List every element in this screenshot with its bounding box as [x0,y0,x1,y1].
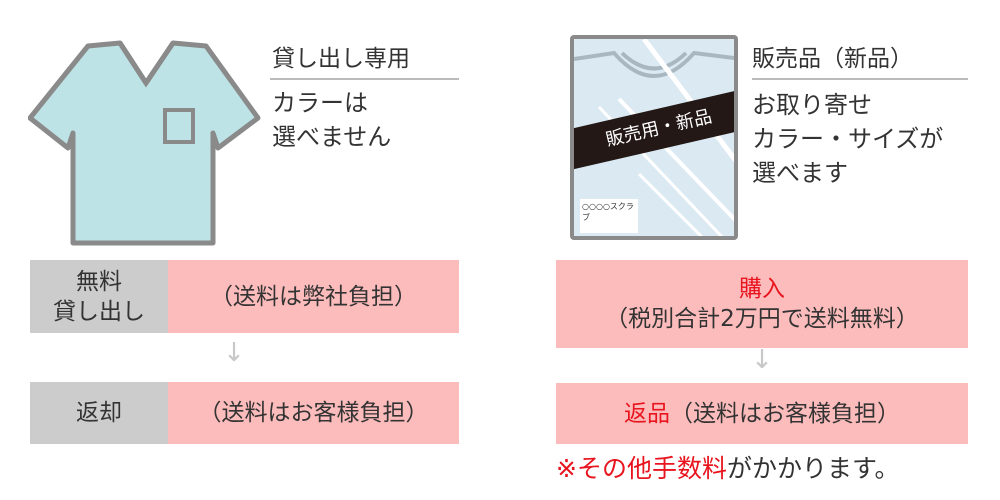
desc-line: カラー・サイズが [752,125,944,153]
purchase-label: 購入 [739,276,785,302]
free-rental-label: 無料 貸し出し [30,260,168,333]
sale-description: お取り寄せ カラー・サイズが 選べます [752,88,943,190]
rental-description: カラーは 選べません [272,86,391,154]
purchase-box: 購入 （税別合計2万円で送料無料） [556,260,968,348]
desc-line: 選べません [272,123,392,151]
package-illustration: 販売用・新品 ○○○○スクラブ [570,35,738,240]
scrub-shirt-illustration [28,40,261,246]
rental-shipping-note: （送料は弊社負担） [168,260,459,333]
fee-note: ※その他手数料がかかります。 [556,452,899,486]
return-box: 返品（送料はお客様負担） [556,383,968,444]
return-shipping-note: （送料はお客様負担） [670,400,900,427]
fee-note-highlight: ※その他手数料 [556,454,727,483]
return-shipping-note: （送料はお客様負担） [168,382,459,444]
package-label: ○○○○スクラブ [580,199,638,233]
desc-line: 選べます [752,159,848,187]
purchase-shipping-note: （税別合計2万円で送料無料） [605,306,919,332]
return-label: 返品 [624,400,670,427]
label-line: 無料 [76,268,122,295]
fee-note-rest: がかかります。 [726,454,900,483]
desc-line: お取り寄せ [752,91,872,119]
desc-line: カラーは [272,89,368,117]
arrow-down-icon: ↓ [751,345,773,375]
label-line: 貸し出し [53,298,145,325]
arrow-down-icon: ↓ [223,338,245,368]
return-label: 返却 [30,382,168,444]
sale-title: 販売品（新品） [752,46,913,72]
divider [270,78,459,80]
rental-title: 貸し出し専用 [272,46,410,72]
divider [752,78,968,80]
